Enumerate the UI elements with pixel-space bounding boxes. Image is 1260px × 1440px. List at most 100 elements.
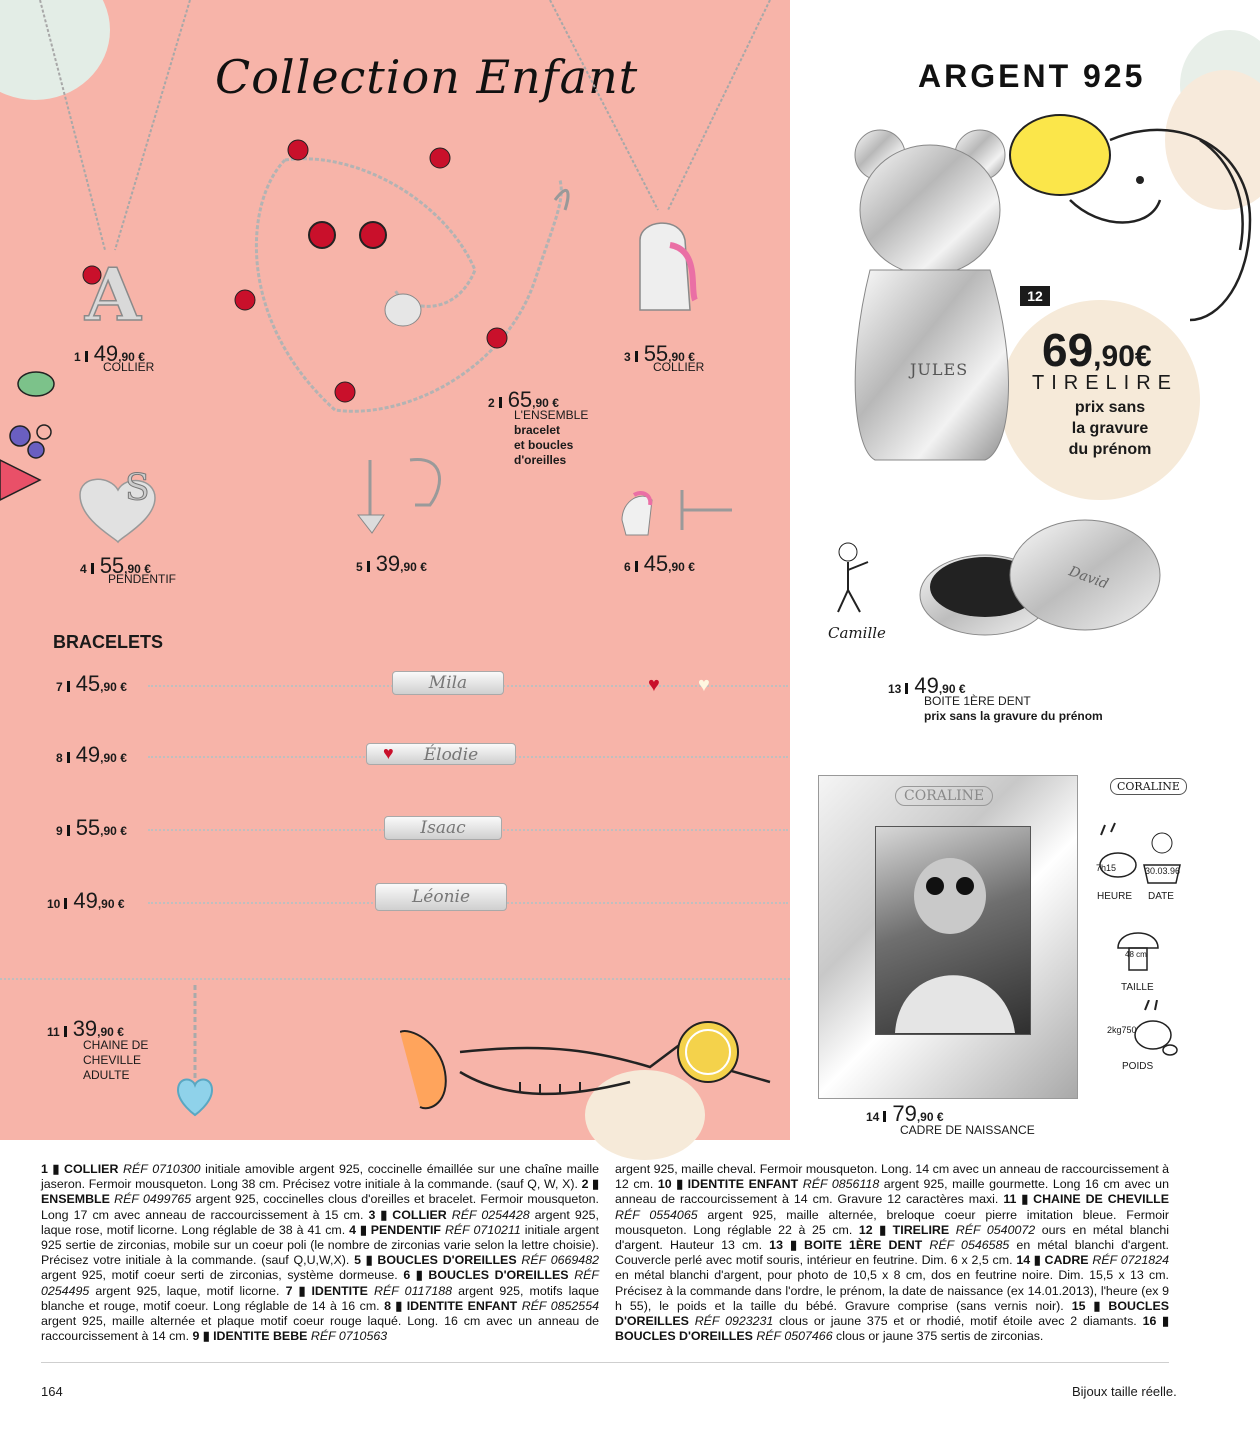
item-2-label-line4: d'oreilles <box>514 453 567 467</box>
item-number: 5 <box>356 560 363 574</box>
item-cents: ,90 € <box>916 1110 944 1124</box>
item-price: 65 <box>507 387 533 412</box>
item-price: 45 <box>75 671 101 696</box>
item-cents: ,90 € <box>668 560 695 574</box>
item-cents: ,90 € <box>100 751 127 765</box>
frame-badge: CORALINE <box>895 786 994 806</box>
legend-taille-value: 48 cm <box>1125 950 1147 959</box>
heart-pendant-image: S <box>79 468 156 544</box>
item-number: 4 <box>80 562 87 576</box>
item-number: 7 <box>56 680 63 694</box>
legend-date-chick-icon <box>1143 832 1181 884</box>
necklace-3-chain-image <box>549 0 771 311</box>
item-12-price: 69,90€ <box>1042 323 1152 377</box>
heart-earrings-image <box>356 458 442 534</box>
heart-charm-icon: ♥ <box>648 674 660 696</box>
anklet-charm-image <box>176 985 214 1117</box>
item-number: 10 <box>47 897 61 911</box>
box-signature: Camille <box>828 624 886 642</box>
item-price: 79 <box>892 1101 917 1126</box>
dog-with-lemon-doodle-icon <box>1009 114 1252 322</box>
item-11-label-line3: ADULTE <box>83 1068 130 1082</box>
item-number: 11 <box>47 1025 60 1039</box>
ladybug-bracelet-image <box>234 139 570 413</box>
item-number: 3 <box>624 350 631 364</box>
item-price: 49 <box>93 341 119 366</box>
legend-poids-rabbit-icon <box>1134 1000 1178 1056</box>
collection-title: Collection Enfant <box>215 50 639 104</box>
item-11-label-line1: CHAINE DE <box>83 1038 149 1052</box>
price-item-14: 14 79,90 € <box>866 1101 944 1127</box>
bracelet-10-plate: Léonie <box>375 883 507 911</box>
item-price: 55 <box>643 341 669 366</box>
fruit-doodles-icon <box>0 371 55 501</box>
item-price: 49 <box>914 673 939 698</box>
item-12-price-cents: ,90€ <box>1093 340 1152 373</box>
item-price: 55 <box>75 815 101 840</box>
item-number: 14 <box>866 1110 880 1124</box>
item-number: 13 <box>888 682 902 696</box>
legend-poids-label: POIDS <box>1122 1061 1154 1072</box>
item-price: 49 <box>73 888 98 913</box>
item-2-label-line2: bracelet <box>514 423 561 437</box>
crocodile-doodle-icon <box>400 1021 771 1110</box>
item-price: 45 <box>643 551 669 576</box>
pink-background-panel <box>0 0 790 1140</box>
item-12-note-line2: la gravure <box>1071 420 1149 437</box>
item-cents: ,90 € <box>124 562 151 576</box>
red-heart-icon: ♥ <box>383 743 394 763</box>
price-item-4: 4 55,90 € <box>80 553 151 579</box>
item-3-label: COLLIER <box>653 360 705 374</box>
item-12-note: prix sans la gravure du prénom <box>1040 397 1180 460</box>
description-column-left: 1 ▮ COLLIER RÉF 0710300 initiale amovibl… <box>41 1162 599 1344</box>
cream-circle-price <box>1000 300 1200 500</box>
legend-heure-bird-icon <box>1099 822 1137 878</box>
item-11-label-line2: CHEVILLE <box>83 1053 142 1067</box>
tirelire-engraving: JULES <box>910 360 969 379</box>
item-12-number-badge: 12 <box>1020 286 1050 306</box>
item-price: 55 <box>99 553 125 578</box>
price-item-3: 3 55,90 € <box>624 341 695 367</box>
cream-blob-decoration-bottom <box>585 1070 705 1160</box>
unicorn-earrings-image <box>621 490 732 536</box>
mouse-signature-doodle-icon <box>837 542 869 613</box>
child-photo-figure <box>895 858 1015 1033</box>
range-title: ARGENT 925 <box>918 58 1146 94</box>
item-2-label: L'ENSEMBLE bracelet et boucles d'oreille… <box>514 408 588 468</box>
page-number: 164 <box>41 1384 63 1399</box>
svg-text:A: A <box>84 252 142 337</box>
footer-divider <box>41 1362 1169 1363</box>
item-13-label: BOITE 1ÈRE DENT prix sans la gravure du … <box>924 694 1103 724</box>
legend-poids-value: 2kg750 <box>1107 1025 1137 1035</box>
item-cents: ,90 € <box>668 350 695 364</box>
item-number: 2 <box>488 396 495 410</box>
item-cents: ,90 € <box>400 560 427 574</box>
tooth-box-image <box>919 519 1161 636</box>
bracelet-9-plate: Isaac <box>384 816 502 840</box>
bracelets-heading: BRACELETS <box>53 632 164 652</box>
item-price: 39 <box>375 551 401 576</box>
ladybug-earrings-image <box>308 221 387 249</box>
item-12-title: TIRELIRE <box>1032 372 1179 394</box>
anklet-chain <box>0 978 790 980</box>
item-1-label: COLLIER <box>103 360 155 374</box>
white-heart-charm-icon: ♥ <box>698 674 710 696</box>
price-item-5: 5 39,90 € <box>356 551 427 577</box>
item-11-label: CHAINE DE CHEVILLE ADULTE <box>83 1038 148 1083</box>
item-number: 8 <box>56 751 63 765</box>
svg-text:S: S <box>125 468 150 509</box>
item-cents: ,90 € <box>100 824 127 838</box>
item-14-label: CADRE DE NAISSANCE <box>900 1123 1035 1137</box>
item-cents: ,90 € <box>97 1025 124 1039</box>
item-cents: ,90 € <box>118 350 145 364</box>
footer-note: Bijoux taille réelle. <box>1072 1384 1177 1399</box>
item-number: 9 <box>56 824 63 838</box>
legend-coraline-badge: CORALINE <box>1110 778 1187 795</box>
tirelire-bear-image <box>854 129 1009 461</box>
